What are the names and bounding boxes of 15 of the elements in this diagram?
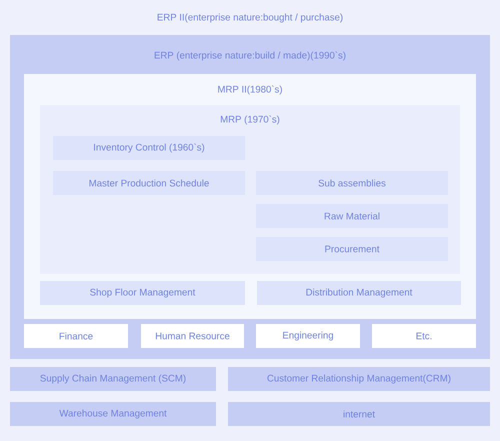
module-box: Engineering [256, 324, 360, 348]
module-box: Finance [24, 324, 128, 348]
module-box: Human Resource [141, 324, 244, 348]
module-box: Sub assemblies [256, 171, 448, 195]
module-box: Raw Material [256, 204, 448, 228]
module-box: Supply Chain Management (SCM) [10, 367, 216, 391]
module-box: Inventory Control (1960`s) [53, 136, 245, 160]
module-box: Master Production Schedule [53, 171, 245, 195]
module-box: internet [228, 402, 490, 426]
module-box: Warehouse Management [10, 402, 216, 426]
module-box: Etc. [372, 324, 476, 348]
module-box: Distribution Management [257, 281, 461, 305]
module-box: Customer Relationship Management(CRM) [228, 367, 490, 391]
module-box: Shop Floor Management [40, 281, 245, 305]
module-box: Procurement [256, 237, 448, 261]
